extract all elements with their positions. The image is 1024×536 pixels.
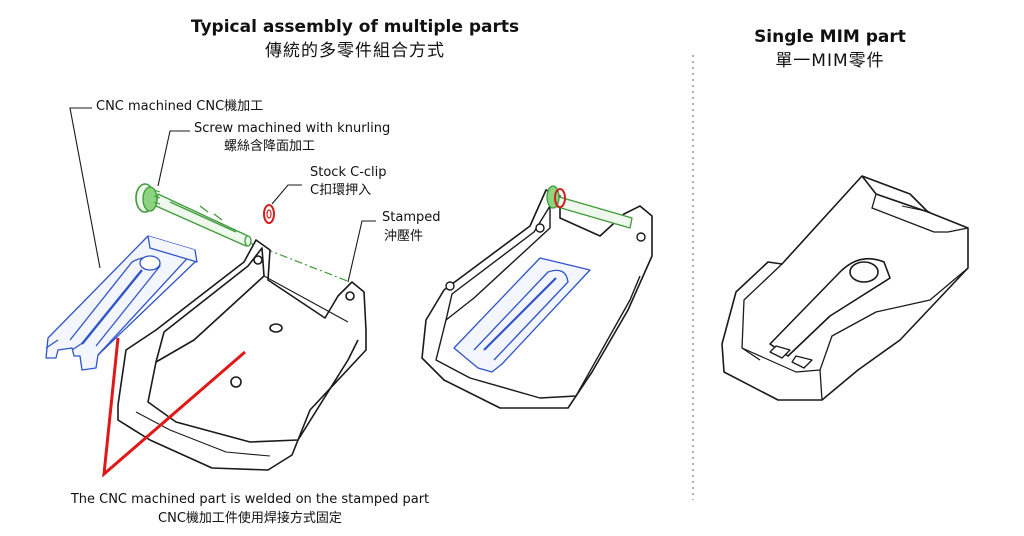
mim-single-part — [721, 175, 969, 401]
knurled-screw — [135, 183, 252, 247]
caption-chinese: CNC機加工件使用焊接方式固定 — [158, 511, 342, 526]
callout-stamped-zh: 沖壓件 — [384, 229, 424, 244]
caption-english: The CNC machined part is welded on the s… — [70, 492, 430, 507]
cnc-machined-part — [45, 235, 198, 371]
weld-location-marker — [102, 337, 246, 478]
left-section-title: Typical assembly of multiple parts — [190, 17, 520, 37]
callout-screw-en: Screw machined with knurling — [194, 121, 391, 136]
callout-clip-en: Stock C-clip — [310, 165, 387, 180]
callout-screw-zh: 螺絲含降面加工 — [224, 139, 316, 154]
callout-stamped-en: Stamped — [382, 210, 441, 225]
right-section-title: Single MIM part — [754, 27, 906, 47]
callout-leaders — [69, 107, 376, 283]
left-section-subtitle: 傳統的多零件組合方式 — [265, 41, 445, 61]
callout-cnc-machined: CNC machined CNC機加工 — [96, 99, 264, 114]
callout-clip-zh: C扣環押入 — [310, 183, 372, 198]
c-clip — [263, 204, 275, 224]
assembled-bracket — [421, 185, 653, 409]
right-section-subtitle: 單一MIM零件 — [775, 51, 885, 71]
